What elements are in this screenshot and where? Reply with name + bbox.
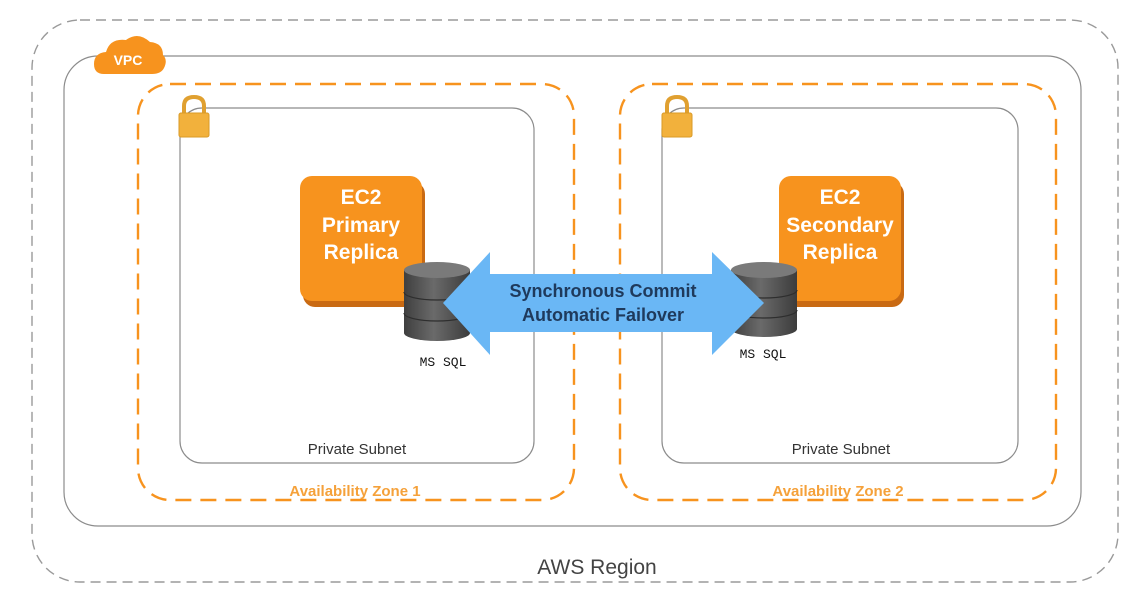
vpc-cloud-icon (94, 35, 166, 74)
availability-zone-1-label: Availability Zone 1 (289, 483, 420, 500)
ms-sql-database-icon (730, 262, 798, 337)
ms-sql-database-icon (403, 262, 471, 341)
ec2-secondary-line-2: Secondary (786, 214, 894, 237)
availability-zone-2-label: Availability Zone 2 (772, 483, 903, 500)
ec2-primary-line-1: EC2 (341, 186, 382, 209)
ec2-secondary-line-1: EC2 (820, 186, 861, 209)
availability-zone-2-boundary (618, 82, 1058, 502)
ec2-secondary-replica-box: EC2 Secondary Replica (779, 176, 904, 307)
private-subnet-1-label: Private Subnet (308, 441, 407, 458)
ec2-secondary-line-3: Replica (803, 241, 878, 264)
lock-icon (661, 94, 693, 138)
ec2-primary-replica-box: EC2 Primary Replica (300, 176, 425, 307)
aws-region-label: AWS Region (537, 556, 656, 579)
vpc-label: VPC (114, 52, 143, 68)
connection-line-2: Automatic Failover (522, 305, 684, 325)
ms-sql-label-1: MS SQL (420, 355, 467, 370)
private-subnet-2-label: Private Subnet (792, 441, 891, 458)
ec2-primary-line-3: Replica (324, 241, 399, 264)
synchronous-commit-double-arrow (443, 252, 764, 355)
ec2-primary-line-2: Primary (322, 214, 401, 237)
aws-region-boundary (31, 19, 1119, 583)
connection-line-1: Synchronous Commit (509, 281, 696, 301)
vpc-boundary (63, 55, 1082, 527)
lock-icon (178, 94, 210, 138)
availability-zone-1-boundary (136, 82, 576, 502)
ms-sql-label-2: MS SQL (740, 347, 787, 362)
